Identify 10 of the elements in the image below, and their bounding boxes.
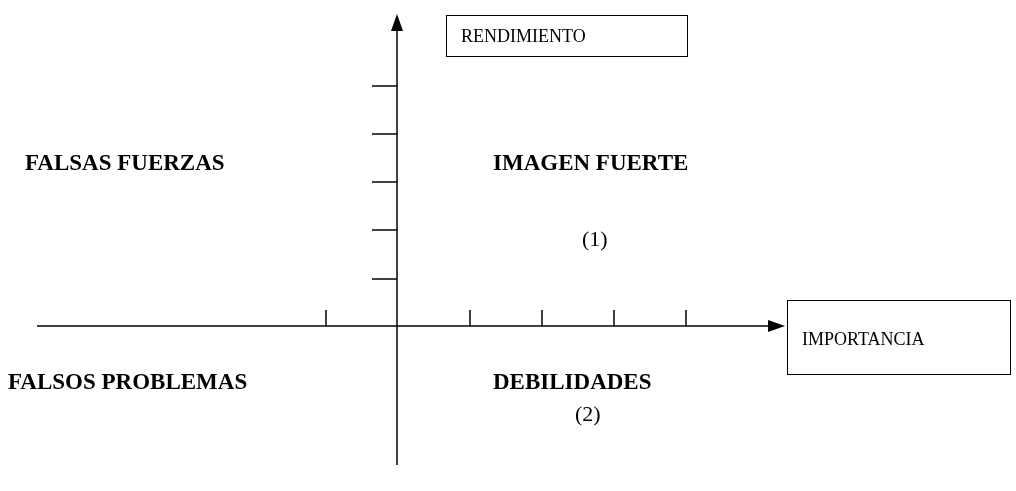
axis-title: IMPORTANCIA xyxy=(802,329,925,350)
axis-title: RENDIMIENTO xyxy=(461,26,586,47)
quadrant-label: DEBILIDADES xyxy=(493,369,652,395)
axis-title-box xyxy=(787,300,1011,375)
quadrant-number: (2) xyxy=(575,401,601,427)
quadrant-label: IMAGEN FUERTE xyxy=(493,150,689,176)
axis-title-box xyxy=(446,15,688,57)
quadrant-label: FALSOS PROBLEMAS xyxy=(8,369,248,395)
quadrant-number: (1) xyxy=(582,226,608,252)
quadrant-label: FALSAS FUERZAS xyxy=(25,150,225,176)
